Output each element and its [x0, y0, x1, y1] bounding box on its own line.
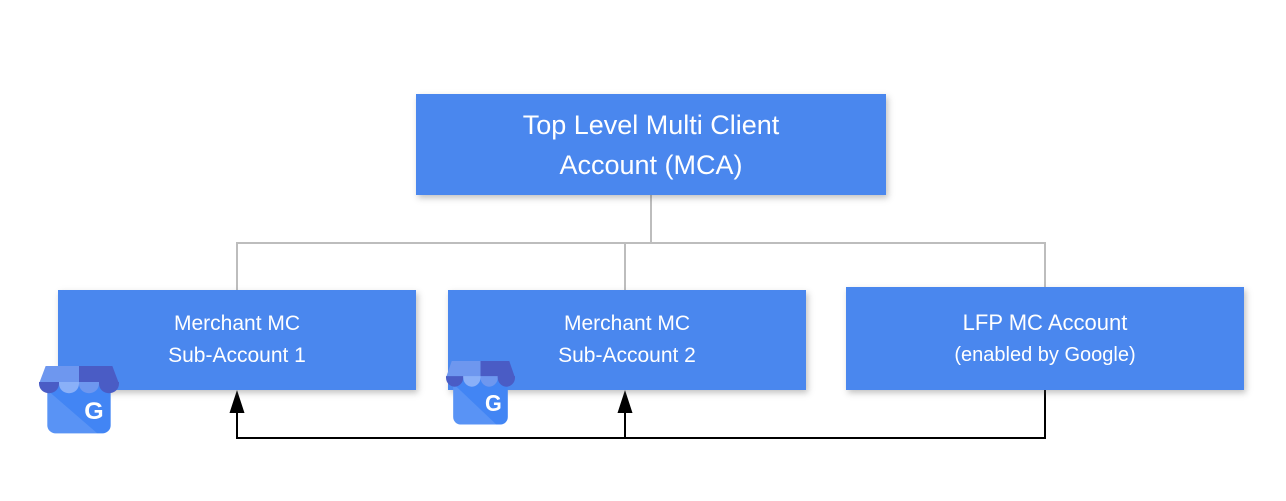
awning-scallop-3 — [79, 382, 99, 394]
node-mca: Top Level Multi Client Account (MCA) — [416, 94, 886, 195]
awning-scallop-1 — [446, 376, 464, 387]
awning-scallop-2 — [463, 376, 481, 387]
awning-scallop-4 — [497, 376, 515, 387]
node-merchant-sub-account-2: Merchant MC Sub-Account 2 — [448, 290, 806, 390]
awning-scallop-4 — [99, 382, 119, 394]
connector-mca-to-children — [236, 195, 1046, 291]
awning-scallop-2 — [59, 382, 79, 394]
node-sub2-label-line1: Merchant MC — [563, 312, 691, 335]
arrowhead-to-sub1 — [229, 390, 245, 413]
google-business-profile-icon: G — [446, 361, 515, 426]
node-merchant-sub-account-1: Merchant MC Sub-Account 1 — [58, 290, 416, 390]
awning-band-left — [446, 361, 481, 378]
google-g-letter: G — [84, 398, 103, 424]
node-mca-label-line1: Top Level Multi Client — [522, 109, 780, 140]
node-mca-label-line2: Account (MCA) — [559, 149, 743, 180]
node-sub1-label-line1: Merchant MC — [173, 312, 301, 335]
connector-lfp-to-subaccounts — [236, 390, 1046, 439]
google-business-profile-icon: G — [39, 366, 119, 435]
awning-band-right — [480, 361, 515, 378]
node-lfp-label-line2: (enabled by Google) — [954, 343, 1136, 366]
node-sub2-label-line2: Sub-Account 2 — [558, 344, 696, 367]
arrowhead-to-sub2 — [617, 390, 633, 413]
awning-scallop-1 — [39, 382, 59, 394]
awning-scallop-3 — [480, 376, 498, 387]
node-sub1-label-line2: Sub-Account 1 — [168, 344, 306, 367]
store-body — [47, 383, 111, 434]
node-lfp-mc-account: LFP MC Account (enabled by Google) — [846, 287, 1244, 390]
awning-band-left — [39, 366, 79, 384]
google-g-letter: G — [485, 390, 502, 416]
node-lfp-label-line1: LFP MC Account — [962, 309, 1128, 335]
awning-band-right — [79, 366, 119, 384]
